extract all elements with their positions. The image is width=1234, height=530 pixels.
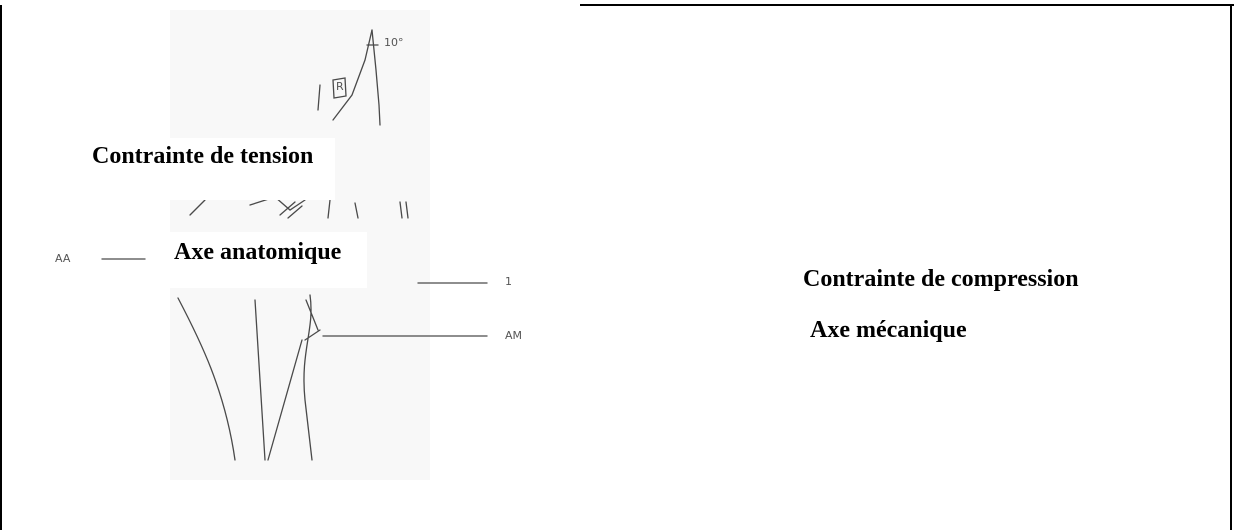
femur-right-outline — [371, 29, 381, 126]
r-box — [332, 77, 347, 99]
aa-annotation: AA — [55, 252, 71, 265]
joint-stroke-right — [327, 199, 409, 219]
tension-label: Contrainte de tension — [85, 138, 336, 200]
femur-shaft-line — [317, 84, 321, 111]
am-annotation: AM — [505, 329, 523, 342]
mecanique-label: Axe mécanique — [810, 317, 967, 343]
tibia-center-line-1 — [254, 299, 266, 461]
anatomique-label: Axe anatomique — [160, 232, 368, 288]
one-annotation: 1 — [505, 275, 512, 288]
tibia-right-outline — [303, 294, 313, 461]
joint-stroke-left — [189, 199, 206, 216]
tibia-notch — [304, 329, 321, 341]
joint-stroke-hatch — [279, 201, 303, 219]
tibia-left-outline — [177, 297, 236, 461]
joint-stroke-mid — [249, 196, 306, 211]
compression-label: Contrainte de compression — [803, 266, 1079, 292]
tibia-center-line-2 — [267, 339, 303, 461]
angle-annotation: 10° — [384, 36, 404, 49]
r-annotation: R — [336, 80, 344, 93]
tibia-notch-2 — [305, 299, 319, 331]
